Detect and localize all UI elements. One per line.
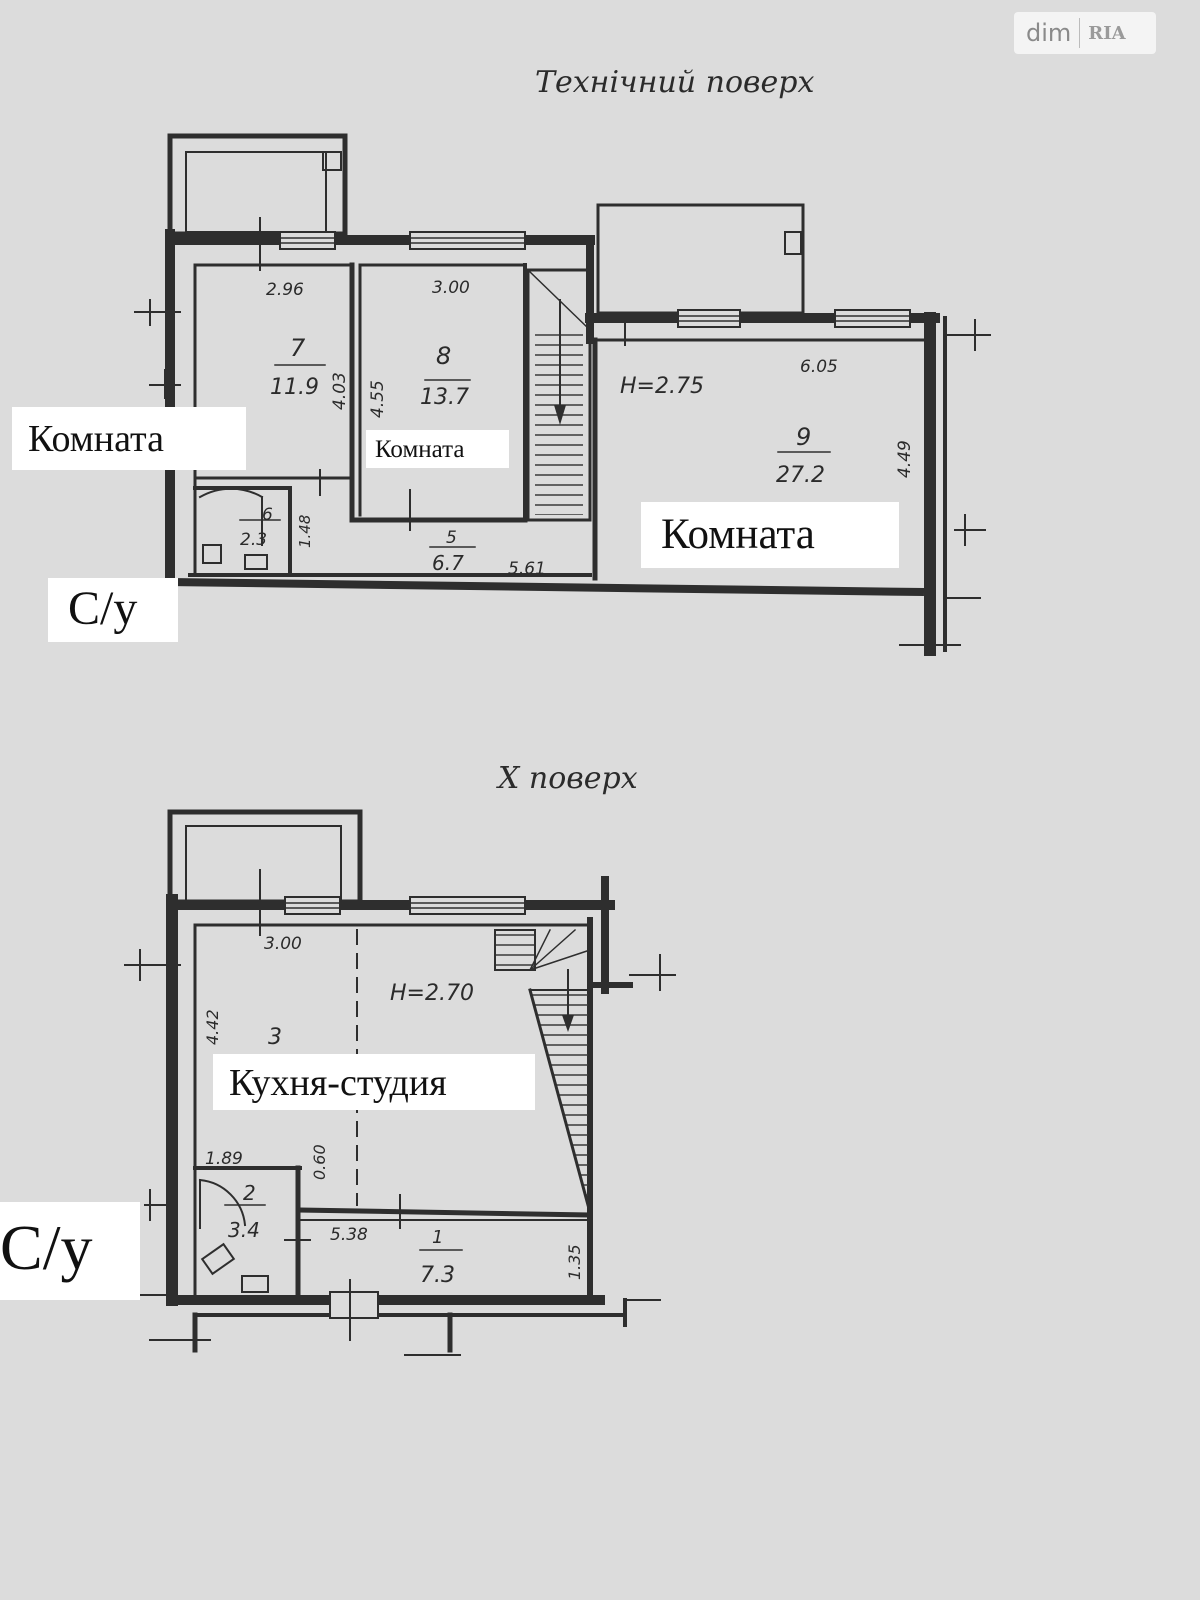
dim-3-00-upper: 3.00 bbox=[432, 278, 470, 298]
dim-6-05: 6.05 bbox=[800, 357, 838, 377]
watermark-brand-left: dim bbox=[1026, 19, 1072, 47]
room-8-area: 13.7 bbox=[420, 385, 469, 410]
dim-1-48: 1.48 bbox=[296, 515, 314, 548]
lower-height-mark: H=2.70 bbox=[390, 981, 474, 1006]
dim-3-00-lower: 3.00 bbox=[264, 934, 302, 954]
watermark-separator bbox=[1079, 18, 1081, 48]
room-7-number: 7 bbox=[290, 334, 306, 362]
room-9-area: 27.2 bbox=[776, 463, 825, 488]
dim-4-42: 4.42 bbox=[203, 1009, 222, 1045]
watermark-badge: dim RIA bbox=[1014, 12, 1156, 54]
dim-2-96: 2.96 bbox=[266, 280, 304, 300]
upper-floor-title: Технічний поверх bbox=[535, 65, 814, 100]
dim-1-89: 1.89 bbox=[205, 1149, 243, 1169]
dim-5-38: 5.38 bbox=[330, 1225, 368, 1245]
lower-floor-plan bbox=[124, 809, 676, 1356]
staircase-upper bbox=[526, 268, 592, 522]
balcony-left bbox=[167, 133, 348, 237]
dim-1-35: 1.35 bbox=[565, 1244, 584, 1280]
room-label-room-center: Комната bbox=[366, 430, 509, 468]
room-5-area: 6.7 bbox=[432, 551, 464, 575]
dim-4-55: 4.55 bbox=[368, 380, 388, 418]
balcony-right bbox=[596, 203, 805, 315]
room-6-area: 2.3 bbox=[240, 530, 267, 550]
room-2-number: 2 bbox=[243, 1181, 256, 1205]
room-label-room-left: Комната bbox=[12, 407, 246, 470]
room-5-number: 5 bbox=[446, 528, 457, 548]
lower-floor-title: X поверх bbox=[496, 761, 638, 796]
room-7-area: 11.9 bbox=[270, 375, 319, 400]
room-3-number: 3 bbox=[268, 1025, 282, 1050]
room-label-bathroom-lower: С/у bbox=[0, 1202, 140, 1300]
watermark-brand-right: RIA bbox=[1088, 22, 1126, 44]
room-9-number: 9 bbox=[796, 423, 811, 451]
dim-4-03: 4.03 bbox=[330, 372, 350, 410]
upper-floor-plan bbox=[134, 133, 991, 656]
room-8-number: 8 bbox=[436, 342, 451, 370]
dim-5-61: 5.61 bbox=[508, 559, 546, 579]
room-2-area: 3.4 bbox=[228, 1218, 260, 1242]
room-1-number: 1 bbox=[432, 1227, 443, 1248]
dim-4-49: 4.49 bbox=[895, 440, 915, 478]
room-6-number: 6 bbox=[262, 505, 273, 525]
room-label-kitchen-studio: Кухня-студия bbox=[213, 1054, 535, 1110]
upper-height-mark: H=2.75 bbox=[620, 374, 704, 399]
balcony-left-inner bbox=[185, 151, 327, 233]
room-label-room-right: Комната bbox=[641, 502, 899, 568]
dim-0-60: 0.60 bbox=[310, 1144, 329, 1180]
room-label-bathroom-upper: С/у bbox=[48, 578, 178, 642]
room-1-area: 7.3 bbox=[420, 1263, 455, 1288]
